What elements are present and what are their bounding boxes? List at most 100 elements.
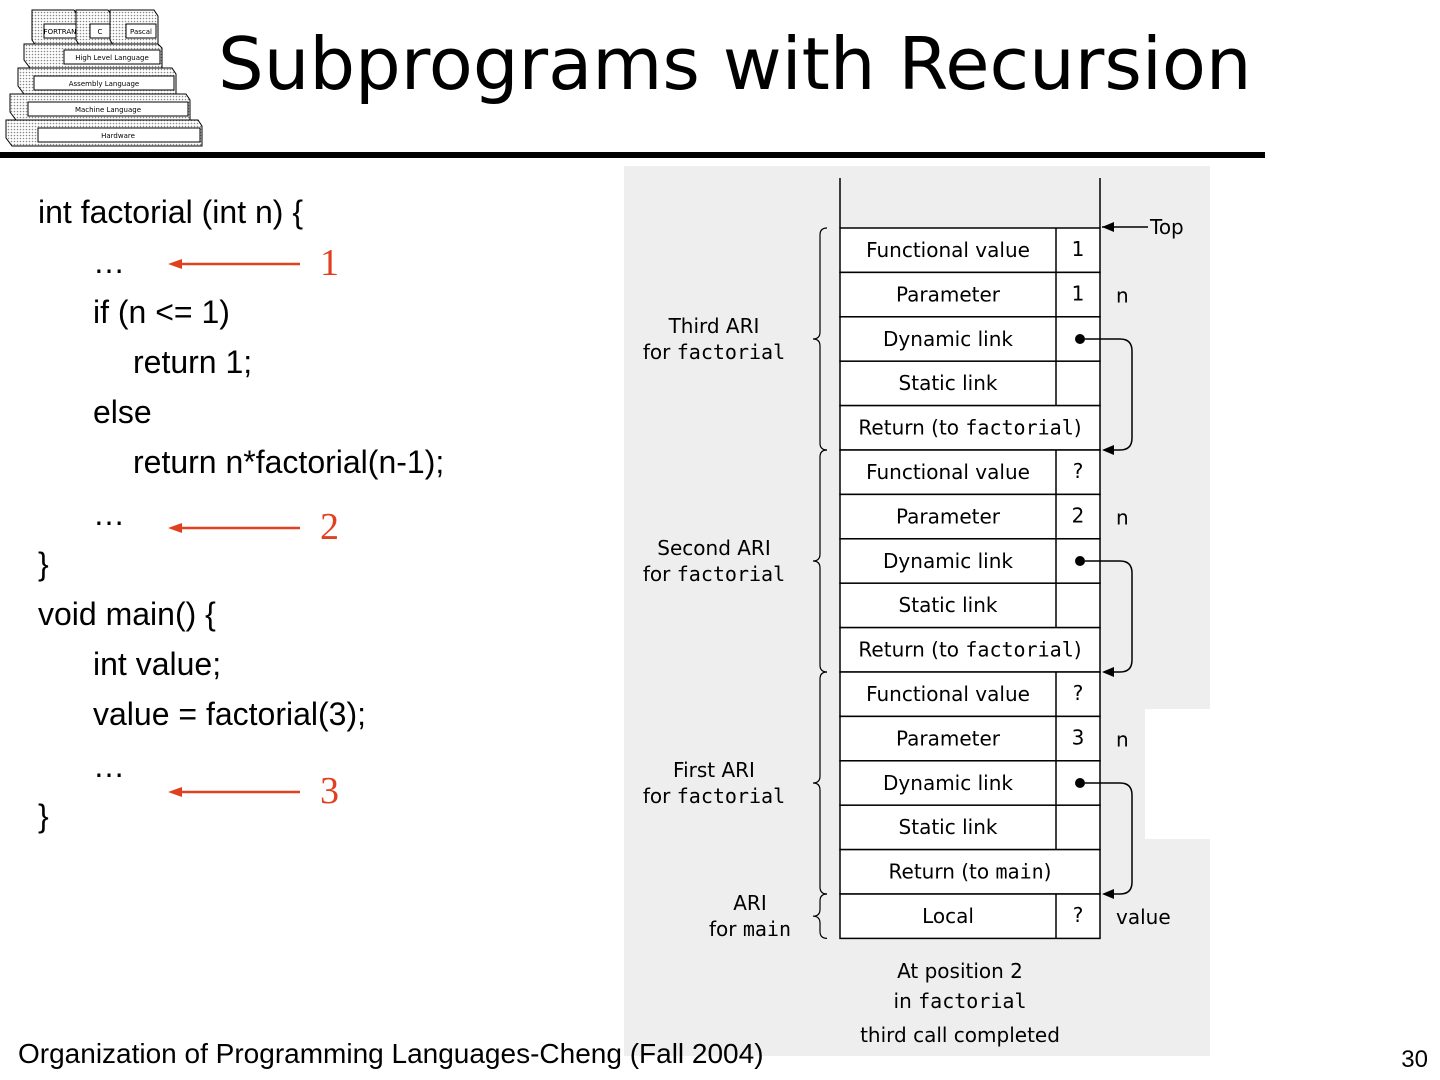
cell-label: Dynamic link — [883, 327, 1013, 351]
logo-layer-machine: Machine Language — [9, 93, 191, 121]
cell-label: Dynamic link — [883, 771, 1013, 795]
stack-cell: Functional value? — [839, 671, 1101, 718]
top-label: Top — [1149, 215, 1184, 239]
stack-cell: Dynamic link — [839, 538, 1101, 584]
cell-label: Functional value — [866, 460, 1030, 484]
code-line: } — [38, 546, 49, 582]
caption-line-2: in factorial — [894, 989, 1027, 1013]
code-line: return n*factorial(n-1); — [133, 444, 445, 480]
logo-top-boxes: FORTRAN C Pascal — [31, 9, 159, 47]
logo-box-pascal: Pascal — [130, 28, 152, 36]
arrowhead-icon — [1102, 667, 1114, 677]
pointer-dot-icon — [1075, 778, 1085, 788]
svg-text:Assembly Language: Assembly Language — [69, 80, 140, 88]
figure-cutout — [1145, 709, 1210, 839]
cell-label: Parameter — [896, 282, 1001, 306]
ari-label: for factorial — [643, 340, 785, 364]
cell-value: 3 — [1072, 725, 1085, 749]
stack-cell: Dynamic link — [839, 760, 1101, 806]
arrowhead-icon — [1102, 445, 1114, 455]
cell-box — [839, 626, 1101, 673]
pointer-dot-icon — [1075, 556, 1085, 566]
variable-label: value — [1116, 905, 1171, 929]
code-line: } — [38, 798, 49, 834]
footer-course-title: Organization of Programming Languages-Ch… — [18, 1038, 764, 1069]
left-arrow-icon — [168, 787, 300, 797]
dynamic-link-arrow — [1085, 560, 1133, 673]
logo-layer-high-level: High Level Language — [23, 43, 163, 69]
logo-language-layers: FORTRAN C Pascal High Level Language Ass… — [5, 9, 203, 147]
dynamic-link-arrows — [1085, 338, 1133, 899]
code-line: void main() { — [38, 596, 216, 632]
code-line: value = factorial(3); — [93, 696, 367, 732]
logo-box-fortran: FORTRAN — [44, 28, 77, 36]
stack-cell: Return (to main) — [839, 848, 1101, 895]
stack-cell: Parameter 2 n — [839, 493, 1129, 540]
cell-value: 2 — [1072, 503, 1085, 527]
stack-cell: Functional value? — [839, 449, 1101, 496]
variable-label: n — [1116, 283, 1129, 307]
code-line: int value; — [93, 646, 222, 682]
logo-layer-hardware: Hardware — [5, 119, 203, 147]
code-line: else — [93, 394, 152, 430]
cell-value: ? — [1073, 681, 1084, 705]
cell-label: Functional value — [866, 682, 1030, 706]
left-arrow-icon — [168, 523, 300, 533]
ari-label: for factorial — [643, 784, 785, 808]
code-line: return 1; — [133, 344, 253, 380]
caption-line-3: third call completed — [860, 1023, 1060, 1047]
marker-number: 1 — [320, 242, 339, 284]
stack-cell: Static link — [839, 804, 1101, 851]
stack-cell: Local?value — [839, 893, 1171, 940]
brace-icon — [812, 893, 828, 939]
code-line: if (n <= 1) — [93, 294, 230, 330]
code-line: … — [93, 748, 125, 784]
slide-title: Subprograms with Recursion — [218, 22, 1252, 106]
cell-value: ? — [1073, 903, 1084, 927]
cell-label: Static link — [899, 371, 998, 395]
top-pointer: Top — [1102, 215, 1184, 239]
logo-layer-assembly: Assembly Language — [17, 67, 177, 95]
brace-icon — [812, 227, 828, 451]
ari-label: for main — [709, 917, 791, 941]
code-line: … — [93, 496, 125, 532]
ari-label: First ARI — [673, 758, 755, 782]
code-line: … — [93, 244, 125, 280]
cell-label: Parameter — [896, 504, 1001, 528]
page-number: 30 — [1401, 1046, 1428, 1073]
marker-number: 3 — [320, 770, 339, 812]
cell-value: ? — [1073, 459, 1084, 483]
cell-box — [839, 404, 1101, 451]
stack-cell: Functional value 1 — [839, 227, 1101, 274]
cell-label: Dynamic link — [883, 549, 1013, 573]
stack-cell: Static link — [839, 582, 1101, 629]
stack-cell: Return (to factorial) — [839, 404, 1101, 451]
svg-text:High Level Language: High Level Language — [75, 54, 149, 62]
ari-label: for factorial — [643, 562, 785, 586]
cell-label: Parameter — [896, 726, 1001, 750]
cell-label: Return (to main) — [889, 860, 1052, 884]
cell-box — [839, 848, 1101, 895]
dynamic-link-arrow — [1085, 782, 1133, 895]
code-line: int factorial (int n) { — [38, 194, 303, 230]
cell-label: Functional value — [866, 238, 1030, 262]
cell-value: 1 — [1072, 237, 1085, 261]
stack-cell: Static link — [839, 360, 1101, 407]
ari-label: ARI — [733, 891, 766, 915]
stack-cell: Dynamic link — [839, 316, 1101, 362]
logo-box-c: C — [98, 28, 103, 36]
brace-icon — [812, 671, 828, 895]
arrowhead-icon — [1102, 889, 1114, 899]
ari-label: Third ARI — [668, 314, 760, 338]
ari-label: Second ARI — [657, 536, 770, 560]
variable-label: n — [1116, 505, 1129, 529]
pointer-dot-icon — [1075, 334, 1085, 344]
cell-label: Static link — [899, 815, 998, 839]
svg-text:Hardware: Hardware — [101, 132, 135, 140]
stack-cell: Return (to factorial) — [839, 626, 1101, 673]
caption-line-1: At position 2 — [897, 959, 1023, 983]
